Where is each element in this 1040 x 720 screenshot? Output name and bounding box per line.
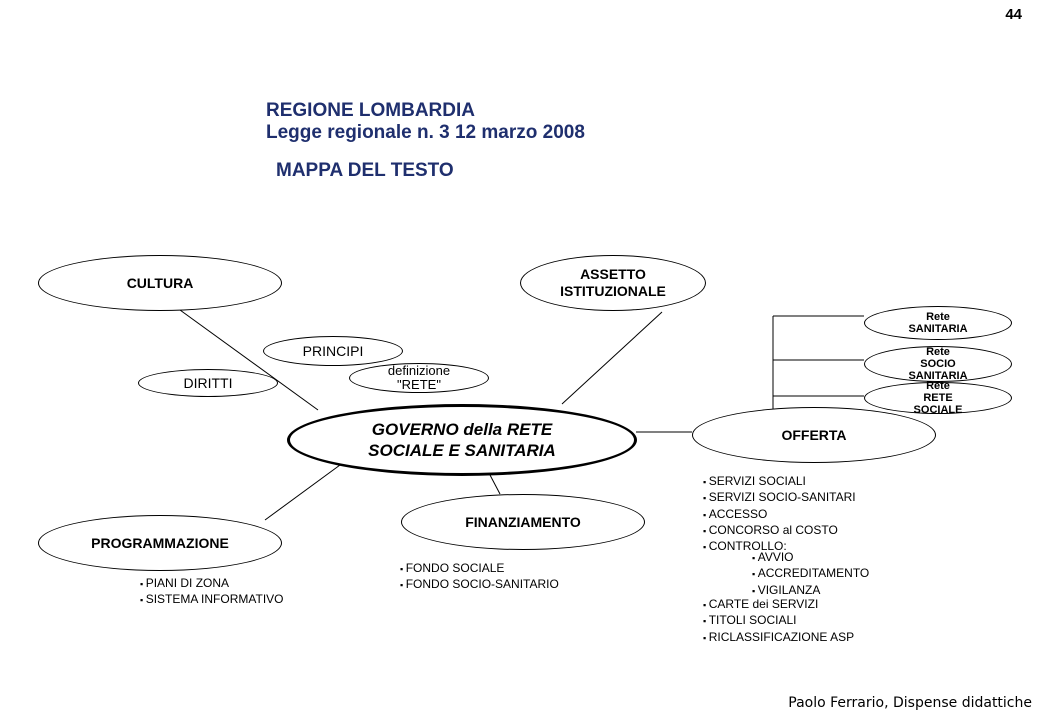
list-item: SISTEMA INFORMATIVO (140, 592, 284, 608)
list-item: AVVIO (752, 550, 869, 566)
list-item: CONCORSO al COSTO (703, 523, 856, 539)
node-label: "RETE" (397, 377, 441, 392)
node-definizione-rete: definizione"RETE" (349, 363, 489, 393)
list-item: FONDO SOCIO-SANITARIO (400, 577, 559, 593)
node-label: SOCIALE E SANITARIA (368, 441, 556, 460)
node-label: CULTURA (126, 274, 194, 291)
node-label: SANITARIA (908, 323, 968, 335)
node-label: OFFERTA (781, 426, 847, 443)
node-label: ASSETTO (580, 266, 646, 282)
title-line2: Legge regionale n. 3 12 marzo 2008 (266, 122, 585, 143)
list-item: FONDO SOCIALE (400, 561, 559, 577)
node-governo: GOVERNO della RETE SOCIALE E SANITARIA (287, 404, 637, 476)
node-finanziamento: FINANZIAMENTO (401, 494, 645, 550)
list-item: RICLASSIFICAZIONE ASP (703, 630, 854, 646)
title-line3: MAPPA DEL TESTO (276, 160, 454, 181)
node-label: FINANZIAMENTO (465, 513, 581, 530)
node-label: PRINCIPI (302, 343, 364, 359)
node-label: Rete (926, 311, 950, 323)
node-label: GOVERNO della RETE (371, 420, 553, 439)
node-diritti: DIRITTI (138, 369, 278, 397)
list-item: PIANI DI ZONA (140, 576, 284, 592)
controllo-list: AVVIO ACCREDITAMENTO VIGILANZA (752, 550, 870, 599)
list-item: VIGILANZA (752, 583, 869, 599)
page-number: 44 (1005, 6, 1022, 23)
list-item: SERVIZI SOCIALI (703, 474, 856, 490)
node-label: PROGRAMMAZIONE (91, 534, 229, 551)
offerta-list: SERVIZI SOCIALI SERVIZI SOCIO-SANITARI A… (703, 474, 856, 555)
node-label: SOCIALE (913, 404, 963, 416)
offerta-list-2: CARTE dei SERVIZI TITOLI SOCIALI RICLASS… (703, 597, 854, 646)
node-label: definizione (387, 363, 451, 378)
node-label: Rete (926, 346, 950, 358)
node-label: Rete (926, 380, 950, 392)
footer-credit: Paolo Ferrario, Dispense didattiche (788, 695, 1032, 711)
list-item: SERVIZI SOCIO-SANITARI (703, 490, 856, 506)
node-label: SOCIO (920, 358, 956, 370)
list-item: CARTE dei SERVIZI (703, 597, 854, 613)
list-item: TITOLI SOCIALI (703, 613, 854, 629)
list-item: ACCREDITAMENTO (752, 566, 870, 582)
node-principi: PRINCIPI (263, 336, 403, 366)
node-label: SANITARIA (908, 370, 968, 382)
list-item: ACCESSO (703, 507, 856, 523)
node-cultura: CULTURA (38, 255, 282, 311)
node-programmazione: PROGRAMMAZIONE (38, 515, 282, 571)
node-label: ISTITUZIONALE (560, 283, 666, 299)
programmazione-list: PIANI DI ZONA SISTEMA INFORMATIVO (140, 576, 284, 609)
node-offerta: OFFERTA (692, 407, 936, 463)
node-label: DIRITTI (183, 375, 233, 391)
finanziamento-list: FONDO SOCIALE FONDO SOCIO-SANITARIO (400, 561, 559, 594)
node-label: RETE (923, 392, 953, 404)
title-line1: REGIONE LOMBARDIA (266, 100, 475, 121)
